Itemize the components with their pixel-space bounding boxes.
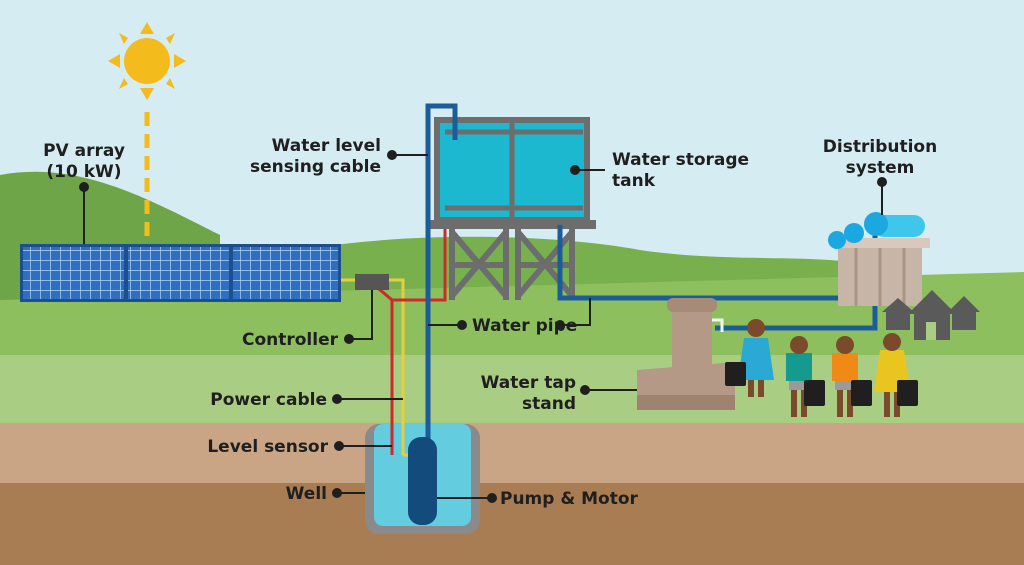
water-level-cable-label-2: sensing cable [250, 157, 381, 177]
water-tap-stand-label-2: stand [522, 394, 576, 414]
water-level-cable-label: Water level [272, 136, 381, 156]
lower-soil [0, 483, 1024, 565]
water-storage-tank-label: Water storage [612, 150, 749, 170]
leader-lines [79, 150, 887, 503]
person [874, 333, 918, 417]
pv-panel [233, 247, 338, 299]
upper-soil [0, 423, 1024, 485]
person [786, 336, 825, 417]
pump-and-motor [408, 437, 437, 525]
power-cable-label: Power cable [210, 390, 327, 410]
level-sensor-label: Level sensor [207, 437, 328, 457]
pv-array-label: PV array [43, 141, 125, 161]
distribution-pipe [557, 225, 840, 301]
pv-array [20, 244, 341, 302]
distribution-system [828, 212, 930, 306]
water-storage-tank-label-2: tank [612, 171, 656, 191]
houses-icon [882, 290, 980, 340]
water-tap-stand-label: Water tap [481, 373, 576, 393]
tank-tower [449, 229, 575, 300]
pv-array-rating-label: (10 kW) [46, 162, 121, 182]
controller-label: Controller [242, 330, 339, 350]
water-tap-stand [637, 298, 735, 410]
pump-motor-label: Pump & Motor [500, 489, 639, 509]
distribution-system-label: Distribution [823, 137, 937, 157]
jerrycan-icon [851, 380, 872, 406]
sun-icon [108, 22, 186, 100]
water-pipe [425, 103, 458, 440]
person [832, 336, 872, 417]
person [725, 319, 774, 397]
pv-panel [128, 247, 229, 299]
water-pipe-label: Water pipe [472, 316, 577, 336]
jerrycan-icon [725, 362, 746, 386]
distribution-system-label-2: system [846, 158, 915, 178]
controller-box [355, 274, 389, 290]
jerrycan-icon [897, 380, 918, 406]
well-label: Well [286, 484, 327, 504]
jerrycan-icon [804, 380, 825, 406]
water-storage-tank [428, 117, 596, 300]
people-collecting-water [725, 319, 918, 417]
pv-panel [23, 247, 124, 299]
